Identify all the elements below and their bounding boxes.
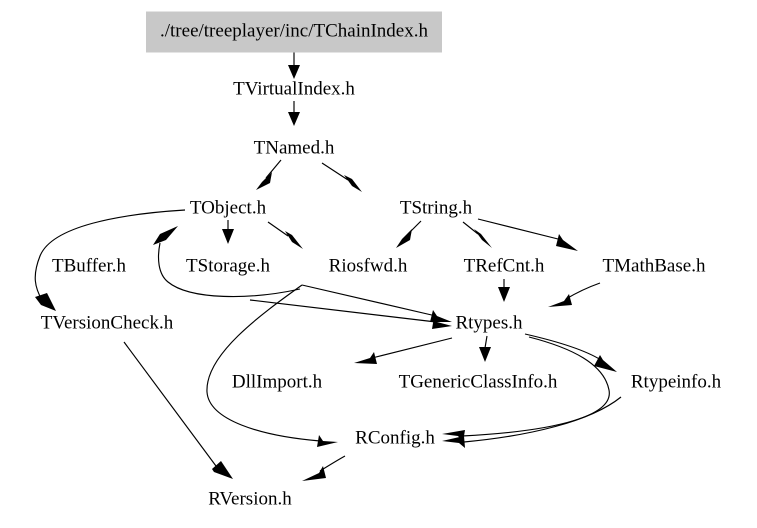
node-rconfig[interactable]: RConfig.h — [355, 427, 435, 449]
edge-tstorage-to-tobject — [153, 226, 301, 298]
edge-rtypes-to-rtypeinfo — [524, 333, 617, 372]
node-tstorage[interactable]: TStorage.h — [186, 255, 270, 277]
edge-tversioncheck-to-rversion — [123, 341, 233, 479]
edge-tstring-to-tmathbase — [477, 218, 578, 251]
edge-tstring-to-riosfwd — [396, 220, 422, 248]
edge-rtypes-to-rconfig — [442, 336, 610, 442]
edge-tchainindex-to-tvirtualindex — [288, 52, 300, 79]
edge-tnamed-to-tobject — [256, 159, 282, 190]
node-trefcnt[interactable]: TRefCnt.h — [463, 255, 545, 277]
edge-riosfwd-to-rtypes — [301, 284, 452, 322]
node-tchainindex[interactable]: ./tree/treeplayer/inc/TChainIndex.h — [146, 11, 442, 53]
node-tvirtualindex[interactable]: TVirtualIndex.h — [233, 78, 355, 100]
node-tstring[interactable]: TString.h — [399, 197, 473, 219]
edge-tstorage-to-rtypes — [249, 299, 452, 329]
node-tversioncheck[interactable]: TVersionCheck.h — [40, 312, 174, 334]
edge-rtypeinfo-to-rconfig — [442, 396, 622, 448]
node-dllimport[interactable]: DllImport.h — [231, 371, 323, 393]
edge-tvirtualindex-to-tnamed — [288, 101, 300, 126]
edge-tstring-to-trefcnt — [462, 221, 492, 248]
node-rtypes[interactable]: Rtypes.h — [455, 312, 523, 334]
node-tnamed[interactable]: TNamed.h — [253, 137, 335, 159]
node-rversion[interactable]: RVersion.h — [208, 488, 292, 510]
edge-tmathbase-to-rtypes — [548, 282, 601, 307]
node-tmathbase[interactable]: TMathBase.h — [602, 255, 706, 277]
edge-rtypes-to-dllimport — [354, 337, 453, 364]
node-rtypeinfo[interactable]: Rtypeinfo.h — [630, 371, 722, 393]
node-tobject[interactable]: TObject.h — [189, 197, 267, 219]
node-tbuffer[interactable]: TBuffer.h — [51, 255, 127, 277]
edge-tobject-to-tversioncheck — [34, 209, 186, 311]
edge-tobject-to-tstorage — [222, 220, 234, 244]
node-riosfwd[interactable]: Riosfwd.h — [328, 255, 408, 277]
edge-rtypes-to-tgenericclassinfo — [479, 335, 491, 362]
edge-tnamed-to-tstring — [321, 162, 362, 192]
edge-rconfig-to-rversion — [302, 455, 346, 481]
edge-tobject-to-riosfwd — [267, 221, 303, 249]
edge-trefcnt-to-rtypes — [498, 279, 510, 302]
node-tgenericclassinfo[interactable]: TGenericClassInfo.h — [398, 371, 558, 393]
edge-riosfwd-to-rconfig — [206, 284, 338, 447]
